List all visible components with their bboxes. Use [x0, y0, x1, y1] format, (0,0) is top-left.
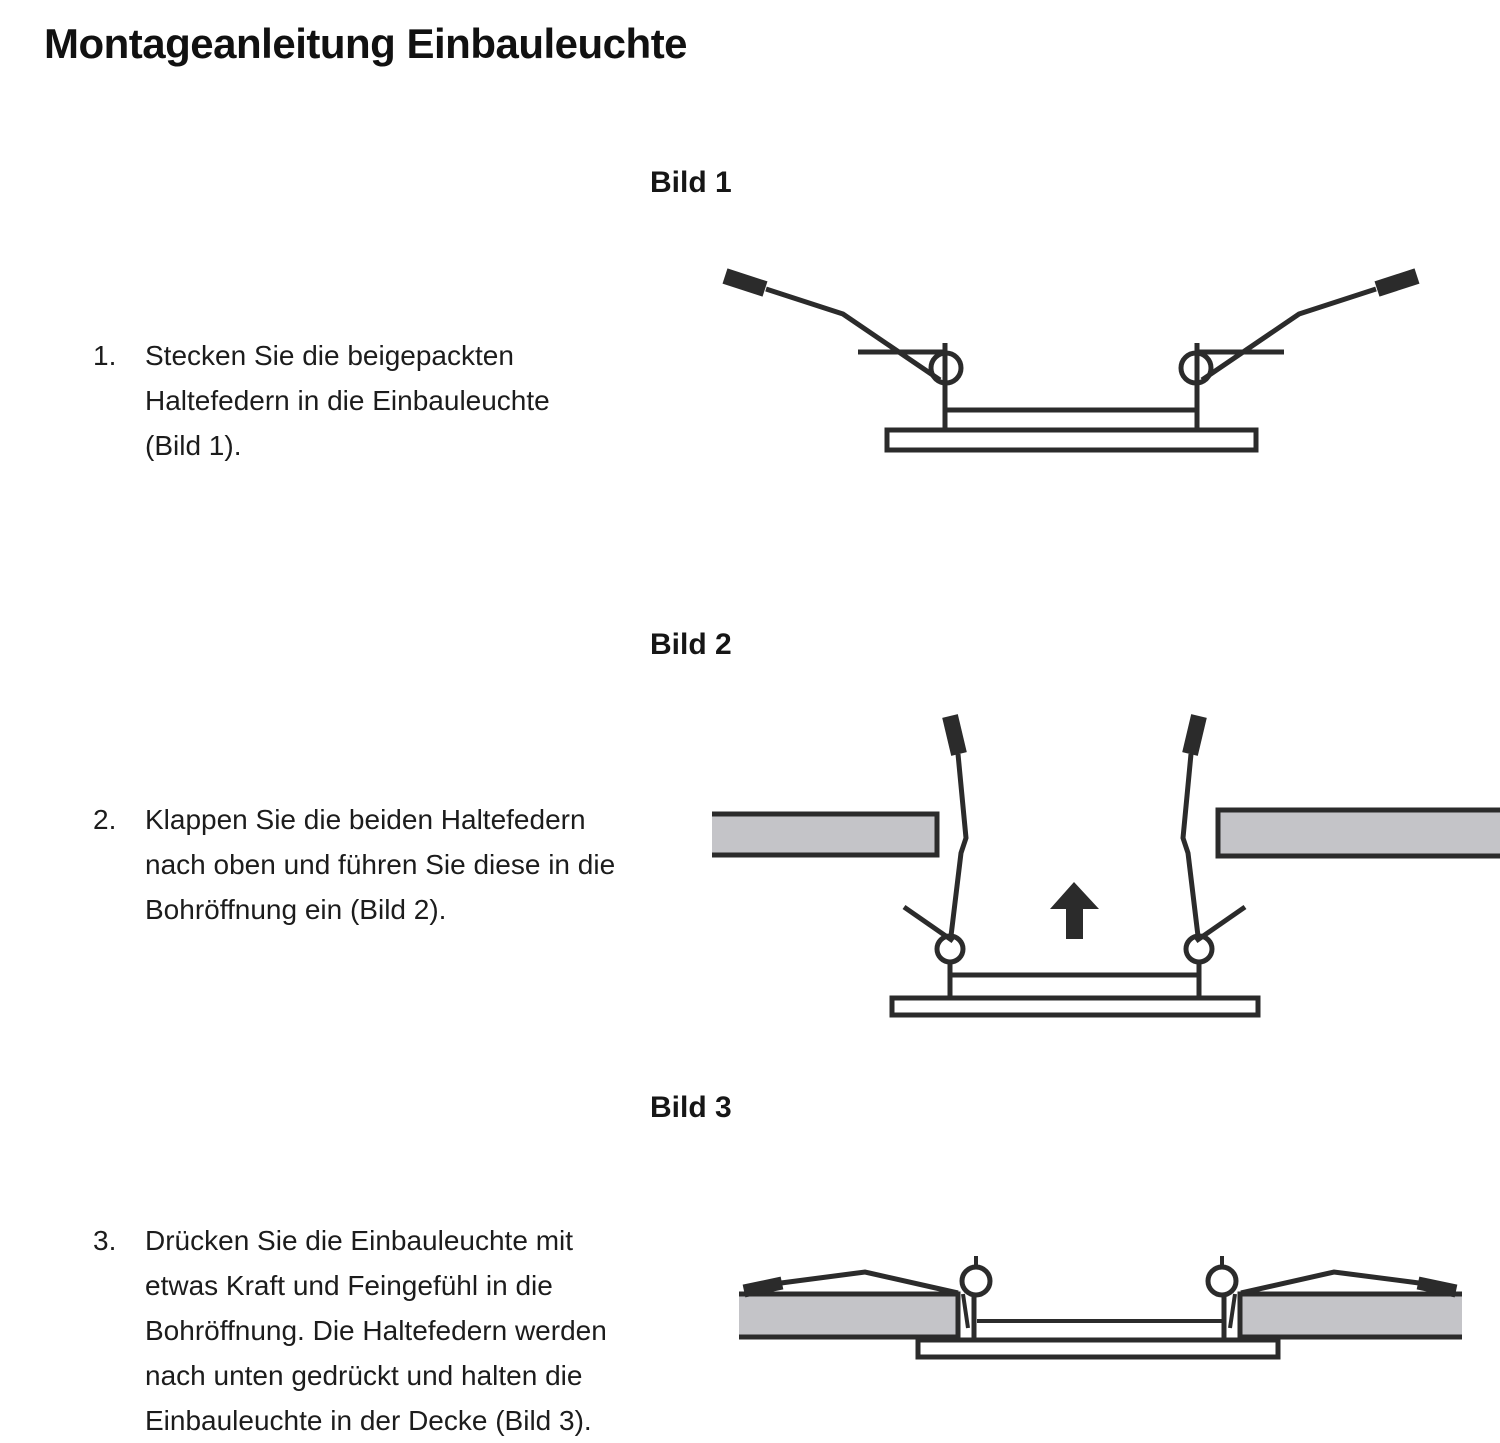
fig3-right-spring-tip-icon [1416, 1276, 1458, 1298]
step-3-line-3: Bohröffnung. Die Haltefedern werden [145, 1315, 607, 1346]
figure-1-label: Bild 1 [650, 166, 732, 199]
fig1-left-spring-coil-icon [928, 350, 964, 386]
step-1-line-2: Haltefedern in die Einbauleuchte [145, 385, 550, 416]
fig2-trim-plate [889, 995, 1261, 1018]
page-title: Montageanleitung Einbauleuchte [44, 20, 688, 67]
step-3-number: 3. [93, 1225, 117, 1256]
step-3-line-1: Drücken Sie die Einbauleuchte mit [145, 1225, 574, 1256]
step-2-number: 2. [93, 804, 117, 835]
fig2-ceiling-right-panel [1215, 807, 1500, 859]
fig2-right-spring-wire [1180, 753, 1201, 937]
step-3-line-4: nach unten gedrückt und halten die [145, 1360, 583, 1391]
figure-2-label: Bild 2 [650, 628, 732, 661]
fig2-left-spring-wire [948, 753, 969, 937]
fig3-right-spring-coil-icon [1205, 1264, 1239, 1298]
fig3-right-spring-leg [1228, 1293, 1237, 1329]
step-3-line-5: Einbauleuchte in der Decke (Bild 3). [145, 1405, 592, 1436]
step-2-line-1: Klappen Sie die beiden Haltefedern [145, 804, 586, 835]
step-2: 2. Klappen Sie die beiden Haltefedern na… [93, 797, 615, 932]
step-2-line-3: Bohröffnung ein (Bild 2). [145, 894, 447, 925]
step-1: 1. Stecken Sie die beigepackten Haltefed… [93, 333, 550, 468]
fig3-ceiling-left-panel [739, 1291, 961, 1340]
fig1-right-spring-wire [1200, 286, 1377, 383]
fig3-right-spring-wire [1240, 1269, 1420, 1296]
step-3-line-2: etwas Kraft und Feingefühl in die [145, 1270, 553, 1301]
fig1-left-spring-wire [765, 286, 942, 383]
fig1-left-spring-tip-icon [722, 268, 768, 297]
fig2-right-spring-tip-icon [1182, 714, 1207, 756]
fig1-right-spring-coil-icon [1178, 350, 1214, 386]
step-3: 3. Drücken Sie die Einbauleuchte mit etw… [93, 1218, 607, 1443]
fig3-left-spring-tip-icon [742, 1276, 784, 1298]
step-1-number: 1. [93, 340, 117, 371]
fig3-left-spring-coil-icon [959, 1264, 993, 1298]
step-3-text: Drücken Sie die Einbauleuchte mit etwas … [145, 1218, 607, 1443]
fig3-left-spring-wire [780, 1269, 959, 1296]
step-1-line-3: (Bild 1). [145, 430, 242, 461]
step-1-line-1: Stecken Sie die beigepackten [145, 340, 514, 371]
fig1-trim-plate [884, 427, 1259, 453]
fig2-ceiling-left-panel [712, 811, 940, 858]
step-2-line-2: nach oben und führen Sie diese in die [145, 849, 616, 880]
fig3-ceiling-right-panel [1237, 1291, 1462, 1340]
fig3-trim-plate [915, 1337, 1281, 1360]
step-1-text: Stecken Sie die beigepackten Haltefedern… [145, 333, 550, 468]
figure-1-downlight-springs-out-drawing [722, 268, 1420, 453]
fig1-right-spring-tip-icon [1374, 268, 1420, 297]
fig2-left-spring-tip-icon [942, 714, 967, 756]
fig3-left-spring-leg [961, 1293, 970, 1329]
figure-3-installed-in-ceiling-drawing [739, 1256, 1462, 1360]
step-2-text: Klappen Sie die beiden Haltefedern nach … [145, 797, 615, 932]
fig2-up-arrow-icon [1050, 882, 1099, 939]
figure-3-label: Bild 3 [650, 1091, 732, 1124]
figure-2-insert-into-ceiling-drawing [712, 714, 1500, 1018]
